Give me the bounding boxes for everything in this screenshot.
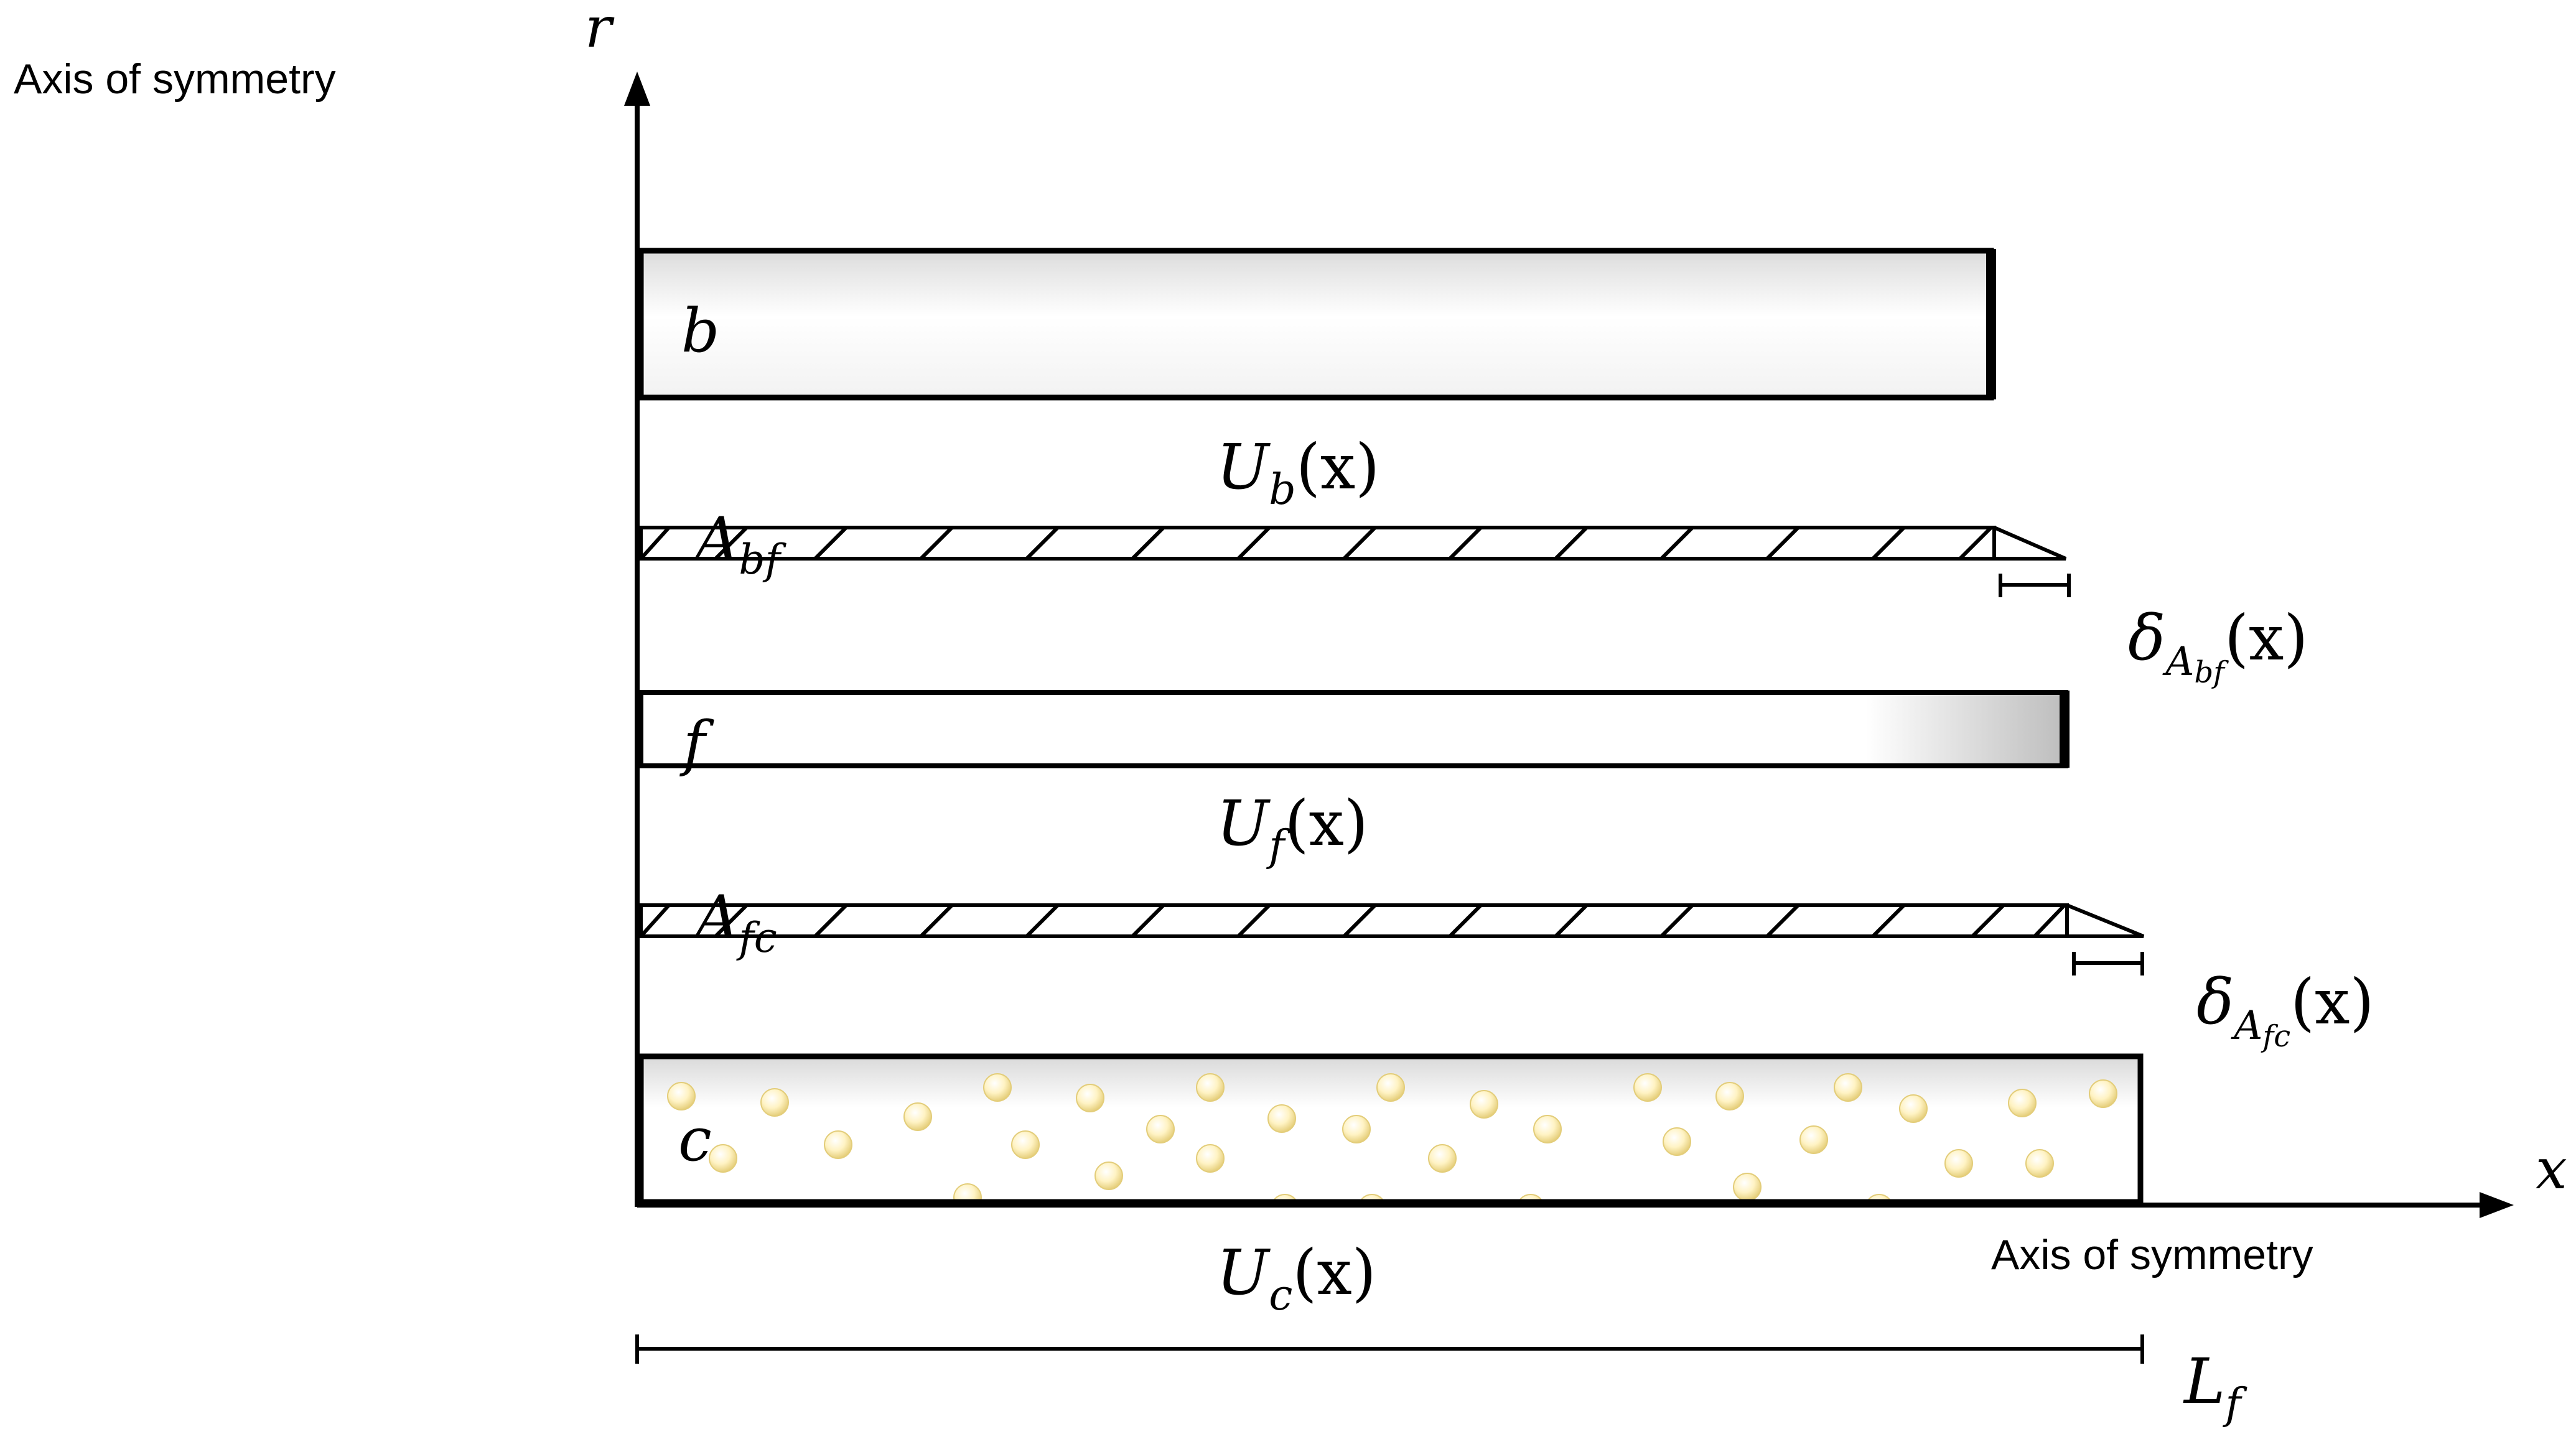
interface-fc-wedge bbox=[2066, 903, 2145, 938]
particle bbox=[953, 1183, 982, 1202]
particle bbox=[760, 1088, 789, 1117]
delta-bf-label: δAbf(x) bbox=[2128, 602, 2308, 690]
layer-c-label: c bbox=[678, 1105, 712, 1175]
particle bbox=[1663, 1127, 1691, 1156]
particle bbox=[1834, 1073, 1862, 1102]
particle bbox=[903, 1102, 932, 1131]
displacement-Uf-label: Uf(x) bbox=[1216, 787, 1368, 871]
particle bbox=[1518, 1194, 1544, 1202]
x-axis: x bbox=[637, 1137, 2567, 1218]
particle bbox=[1196, 1144, 1225, 1173]
interface-fc: Afc bbox=[639, 883, 2145, 962]
particle bbox=[1011, 1130, 1040, 1159]
particle bbox=[1342, 1115, 1371, 1143]
particle bbox=[1733, 1173, 1762, 1201]
particle bbox=[1428, 1144, 1457, 1173]
displacement-Ub-label: Ub(x) bbox=[1216, 431, 1379, 514]
length-bracket bbox=[635, 1334, 2144, 1364]
particle bbox=[2089, 1079, 2117, 1108]
particle bbox=[667, 1082, 696, 1110]
layer-b-label: b bbox=[681, 296, 719, 366]
particle bbox=[1633, 1073, 1662, 1102]
particle bbox=[1533, 1115, 1562, 1143]
particle bbox=[824, 1130, 852, 1159]
particle bbox=[2025, 1149, 2054, 1178]
x-axis-arrowhead bbox=[2480, 1192, 2514, 1218]
displacement-Uc-label: Uc(x) bbox=[1216, 1236, 1376, 1320]
r-axis: r bbox=[585, 0, 650, 1207]
particle bbox=[1899, 1094, 1928, 1123]
interface-bf: Abf bbox=[639, 505, 2067, 584]
particle bbox=[1866, 1194, 1892, 1202]
particle bbox=[2008, 1089, 2037, 1117]
length-label: Lf bbox=[2183, 1345, 2247, 1429]
delta-fc-bracket bbox=[2072, 952, 2144, 975]
particle bbox=[1470, 1090, 1498, 1119]
layer-f: f bbox=[638, 690, 2070, 778]
particle bbox=[1799, 1125, 1828, 1154]
particle bbox=[1376, 1073, 1405, 1102]
particle bbox=[709, 1144, 737, 1173]
particle bbox=[1715, 1082, 1744, 1110]
particle bbox=[1146, 1115, 1175, 1143]
layer-c: c bbox=[638, 1053, 2144, 1205]
delta-bf-bracket bbox=[1999, 574, 2071, 597]
particle bbox=[1944, 1149, 1973, 1178]
delta-fc-label: δAfc(x) bbox=[2196, 966, 2374, 1054]
particle bbox=[983, 1073, 1012, 1102]
particle bbox=[1196, 1073, 1225, 1102]
particle bbox=[1094, 1162, 1123, 1190]
x-axis-label: x bbox=[2536, 1137, 2567, 1202]
axis-symmetry-label-bottom: Axis of symmetry bbox=[1991, 1231, 2313, 1278]
particle bbox=[1076, 1084, 1104, 1112]
layer-b: b bbox=[638, 248, 1996, 401]
interface-bf-label: Abf bbox=[691, 505, 787, 584]
interface-bf-wedge bbox=[1993, 526, 2067, 561]
particle bbox=[1272, 1194, 1298, 1202]
r-axis-arrowhead bbox=[624, 72, 650, 106]
r-axis-label: r bbox=[585, 0, 615, 60]
axis-symmetry-label-top: Axis of symmetry bbox=[14, 55, 336, 103]
particle bbox=[1359, 1194, 1385, 1202]
particle bbox=[1267, 1104, 1296, 1133]
interface-fc-label: Afc bbox=[691, 883, 777, 962]
layer-c-particles bbox=[667, 1073, 2117, 1202]
